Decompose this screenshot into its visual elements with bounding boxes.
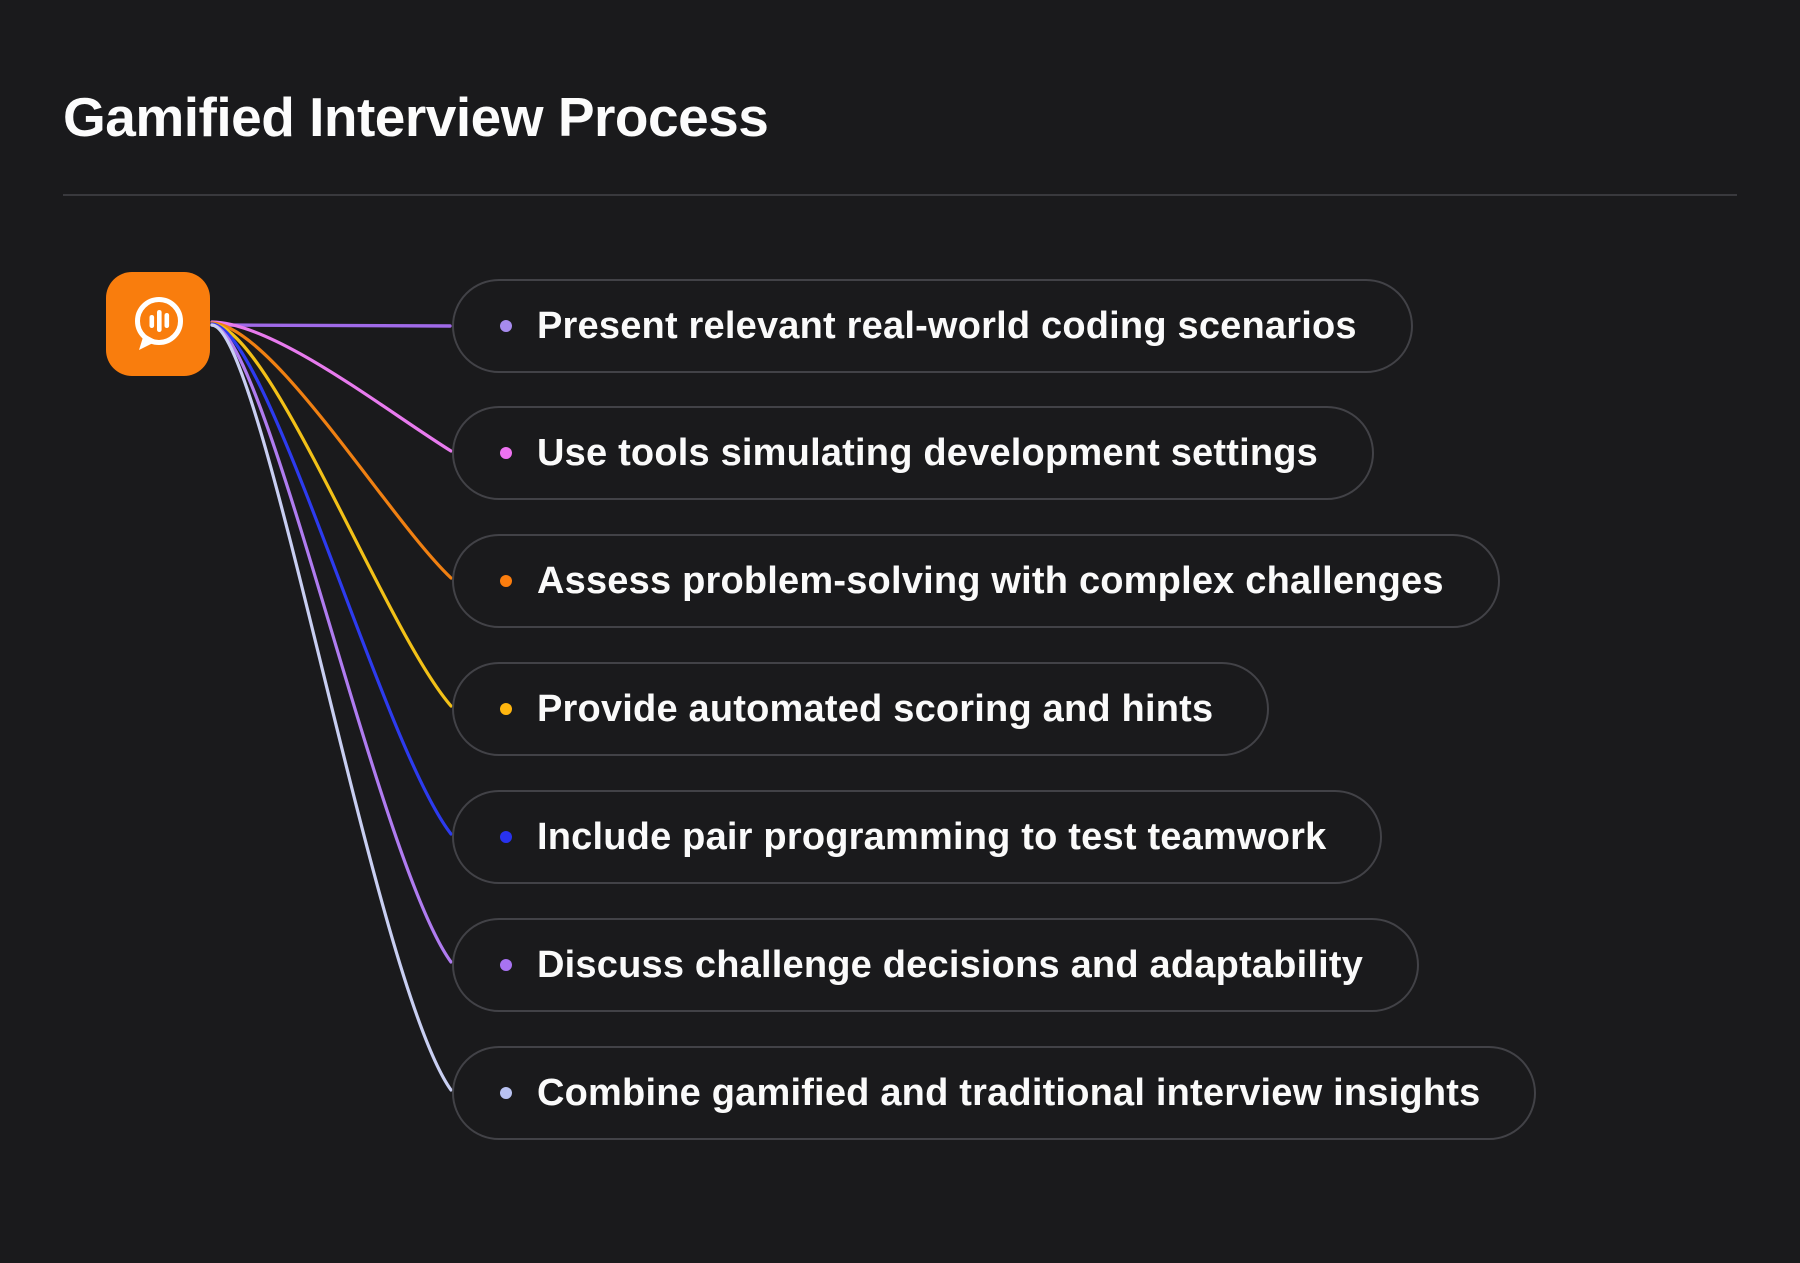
connector-line	[210, 323, 453, 964]
node-bullet	[500, 575, 512, 587]
node-bullet	[500, 831, 512, 843]
node-bullet	[500, 1087, 512, 1099]
node-label: Include pair programming to test teamwor…	[537, 815, 1327, 858]
node-label: Provide automated scoring and hints	[537, 687, 1214, 730]
title-divider	[63, 194, 1737, 196]
connector-line	[210, 321, 453, 580]
node-label: Combine gamified and traditional intervi…	[537, 1071, 1481, 1114]
node-label: Present relevant real-world coding scena…	[537, 304, 1357, 347]
connector-line	[210, 323, 453, 1092]
process-node[interactable]: Assess problem-solving with complex chal…	[452, 534, 1500, 628]
process-node[interactable]: Discuss challenge decisions and adaptabi…	[452, 918, 1420, 1012]
node-bullet	[500, 703, 512, 715]
process-node[interactable]: Include pair programming to test teamwor…	[452, 790, 1383, 884]
node-label: Discuss challenge decisions and adaptabi…	[537, 943, 1364, 986]
connector-line	[210, 322, 453, 836]
chat-bubble-poll-icon	[135, 297, 183, 350]
process-node[interactable]: Combine gamified and traditional intervi…	[452, 1046, 1537, 1140]
process-node[interactable]: Provide automated scoring and hints	[452, 662, 1270, 756]
node-label: Use tools simulating development setting…	[537, 431, 1319, 474]
node-bullet	[500, 447, 512, 459]
node-bullet	[500, 959, 512, 971]
node-bullet	[500, 320, 512, 332]
process-node[interactable]: Present relevant real-world coding scena…	[452, 279, 1413, 373]
connector-line	[210, 320, 453, 453]
process-node[interactable]: Use tools simulating development setting…	[452, 406, 1375, 500]
root-node[interactable]	[106, 272, 210, 376]
connector-line	[210, 322, 453, 708]
node-label: Assess problem-solving with complex chal…	[537, 559, 1444, 602]
page-title: Gamified Interview Process	[63, 85, 769, 148]
connector-line	[210, 323, 452, 328]
